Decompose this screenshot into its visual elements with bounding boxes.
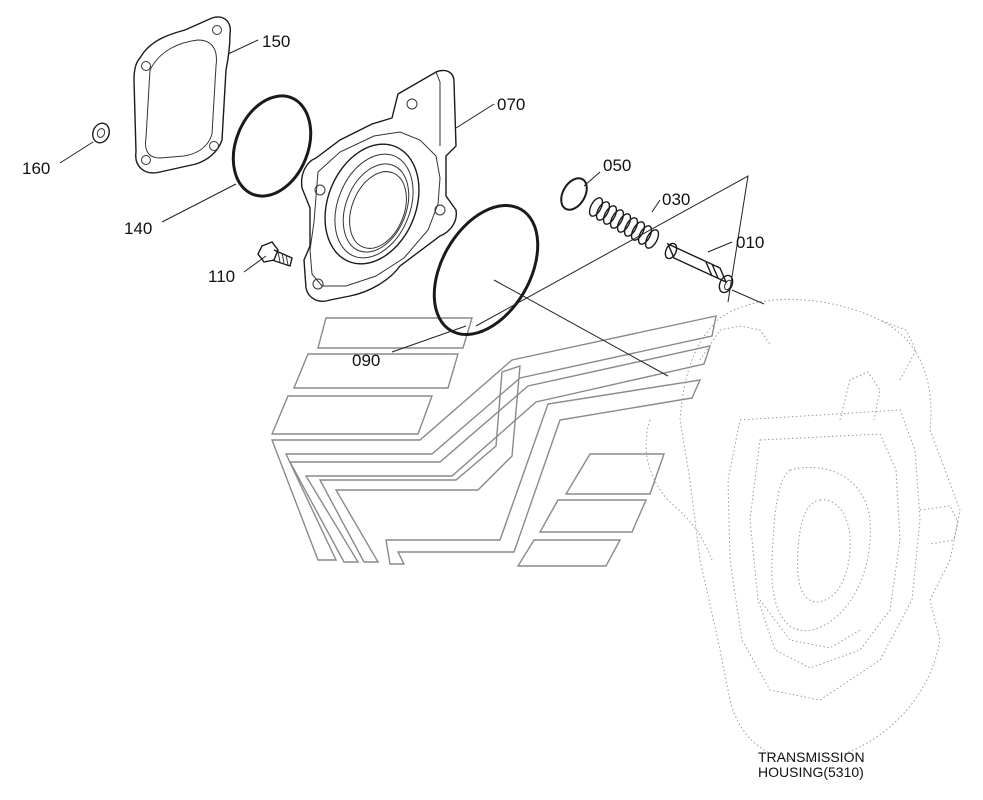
label-010: 010 bbox=[736, 233, 764, 252]
label-160: 160 bbox=[22, 159, 50, 178]
label-090: 090 bbox=[352, 351, 380, 370]
label-140: 140 bbox=[124, 219, 152, 238]
caption-line-1: TRANSMISSION bbox=[758, 749, 865, 765]
callout-leaders bbox=[59, 39, 733, 353]
label-110: 110 bbox=[208, 267, 235, 286]
gasket-150 bbox=[133, 16, 231, 174]
o-ring-050 bbox=[560, 177, 588, 211]
washer-160 bbox=[92, 122, 110, 144]
transmission-housing-outline bbox=[645, 298, 961, 762]
logo-watermark bbox=[270, 315, 717, 567]
label-030: 030 bbox=[662, 190, 690, 209]
caption-line-2: HOUSING(5310) bbox=[758, 764, 864, 780]
assembly-axis-lines bbox=[475, 175, 765, 377]
label-070: 070 bbox=[497, 95, 525, 114]
label-150: 150 bbox=[262, 32, 290, 51]
spring-030 bbox=[588, 197, 660, 249]
bolt-110 bbox=[257, 241, 293, 267]
part-labels: 150 070 160 140 110 050 030 010 090 bbox=[22, 32, 764, 370]
valve-spool-010 bbox=[664, 242, 734, 294]
label-050: 050 bbox=[603, 156, 631, 175]
housing-caption: TRANSMISSION HOUSING(5310) bbox=[758, 749, 865, 780]
o-ring-090 bbox=[432, 204, 540, 336]
o-ring-140 bbox=[231, 94, 313, 198]
cover-070 bbox=[300, 69, 457, 302]
